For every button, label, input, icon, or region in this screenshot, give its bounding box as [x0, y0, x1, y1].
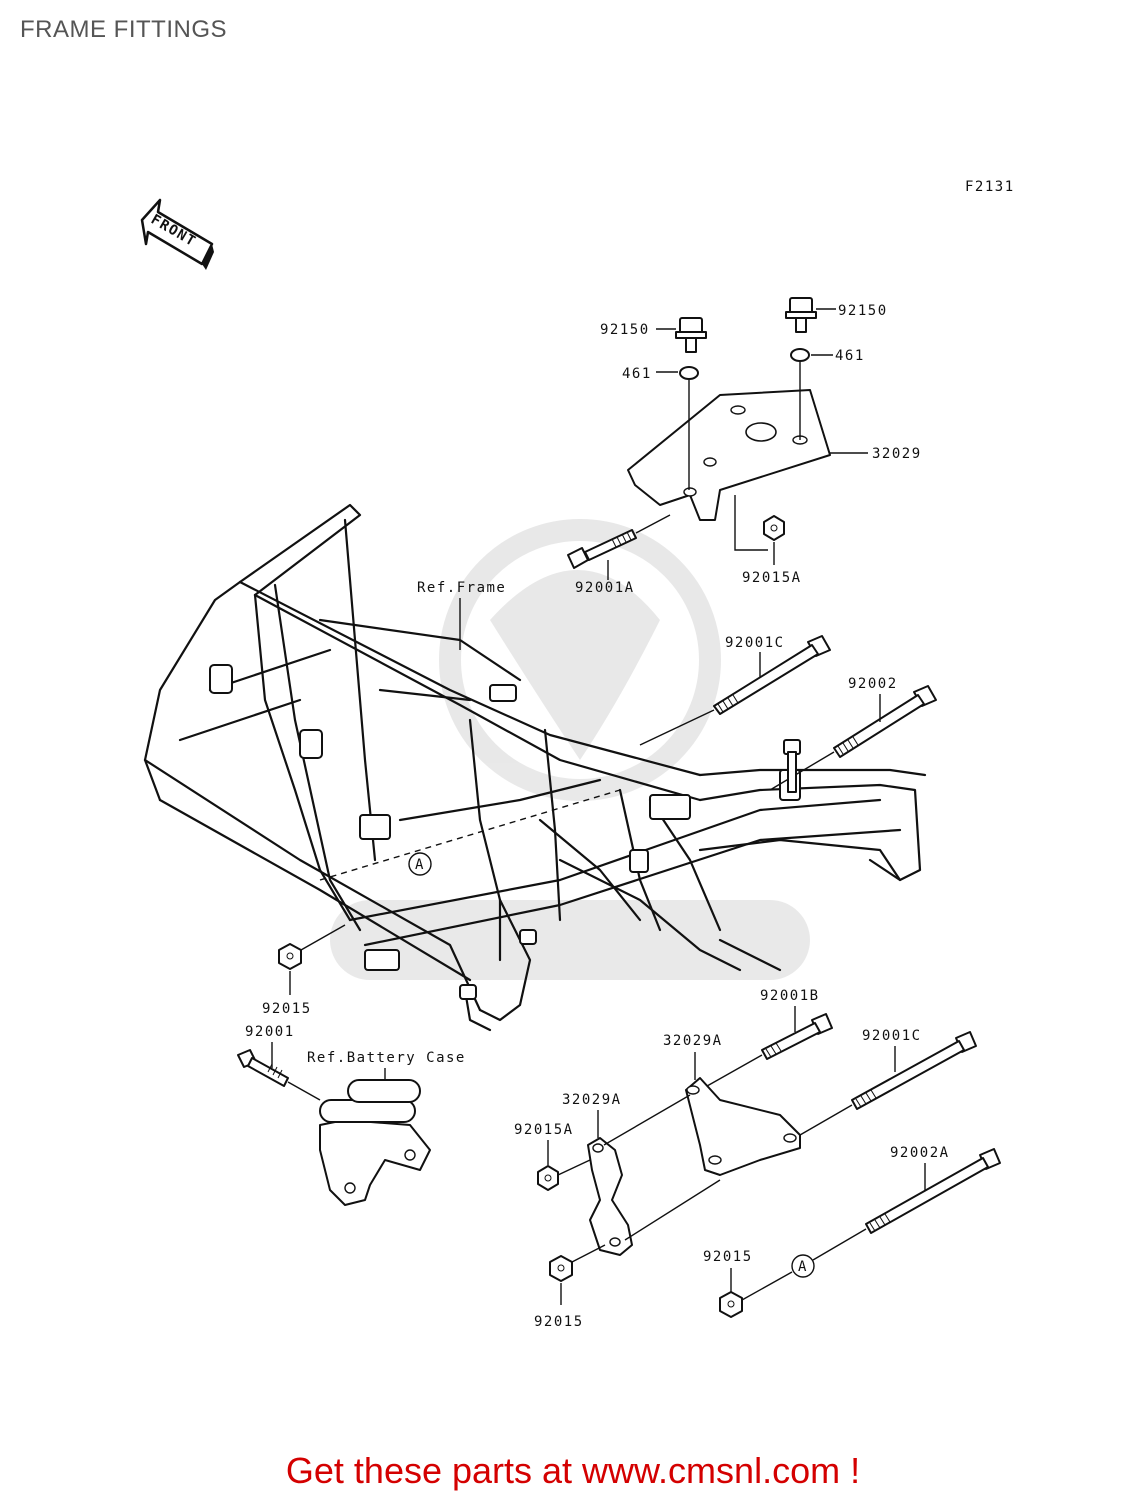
callout-92001A: 92001A [575, 580, 635, 596]
svg-text:A: A [798, 1259, 808, 1275]
stud-frame-right [783, 739, 801, 793]
bolt-92001C-lower-part [851, 1031, 977, 1110]
ref-frame-label: Ref.Frame [417, 580, 506, 596]
bolt-92002-part [833, 685, 937, 758]
battery-case-bracket [319, 1079, 431, 1206]
bolt-92150-left-part [675, 317, 707, 353]
figure-code: F2131 [965, 179, 1015, 195]
callout-461-left: 461 [622, 366, 652, 382]
frame-assembly [143, 503, 927, 1032]
marker-a-frame: A [408, 852, 432, 876]
bolt-92001C-top-part [713, 635, 831, 715]
callout-92001C-top: 92001C [725, 635, 785, 651]
callout-92015-left: 92015 [262, 1001, 312, 1017]
callout-461-right: 461 [835, 348, 865, 364]
ref-battery-case-label: Ref.Battery Case [307, 1050, 466, 1066]
callout-92002: 92002 [848, 676, 898, 692]
nut-92015A-lower-part [537, 1165, 559, 1191]
callout-92015A-top: 92015A [742, 570, 802, 586]
callout-92015-right: 92015 [703, 1249, 753, 1265]
promo-link[interactable]: Get these parts at www.cmsnl.com ! [285, 1450, 861, 1491]
bolt-92150-right-part [785, 297, 817, 333]
callout-92002A: 92002A [890, 1145, 950, 1161]
page-title: FRAME FITTINGS [20, 16, 227, 43]
watermark-logo [330, 519, 810, 980]
bolt-92001A-part [567, 529, 637, 569]
callout-92001C-lower: 92001C [862, 1028, 922, 1044]
nut-92015-right-part [719, 1291, 743, 1318]
svg-text:A: A [415, 857, 425, 873]
bracket-32029A-lower-part [587, 1137, 633, 1256]
bracket-32029-part [627, 389, 831, 521]
nut-92015-left-part [278, 943, 302, 970]
callout-92001B: 92001B [760, 988, 820, 1004]
washer-461-right-part [790, 348, 810, 362]
callout-32029A-lower: 32029A [562, 1092, 622, 1108]
callout-32029: 32029 [872, 446, 922, 462]
bolt-92001-part [237, 1049, 289, 1087]
marker-a-lower: A [791, 1254, 815, 1278]
callout-92015A-lower: 92015A [514, 1122, 574, 1138]
bolt-92002A-part [865, 1148, 1001, 1234]
nut-92015-bottom-part [549, 1255, 573, 1282]
callout-92015-bottom: 92015 [534, 1314, 584, 1330]
bolt-92001B-part [761, 1013, 833, 1060]
callout-92150-right: 92150 [838, 303, 888, 319]
callout-92001: 92001 [245, 1024, 295, 1040]
callout-92150-left: 92150 [600, 322, 650, 338]
bracket-32029A-upper-part [685, 1077, 801, 1176]
washer-461-left-part [679, 366, 699, 380]
front-arrow-icon: FRONT [140, 198, 214, 270]
callout-32029A-upper: 32029A [663, 1033, 723, 1049]
nut-92015A-top-part [763, 515, 785, 541]
